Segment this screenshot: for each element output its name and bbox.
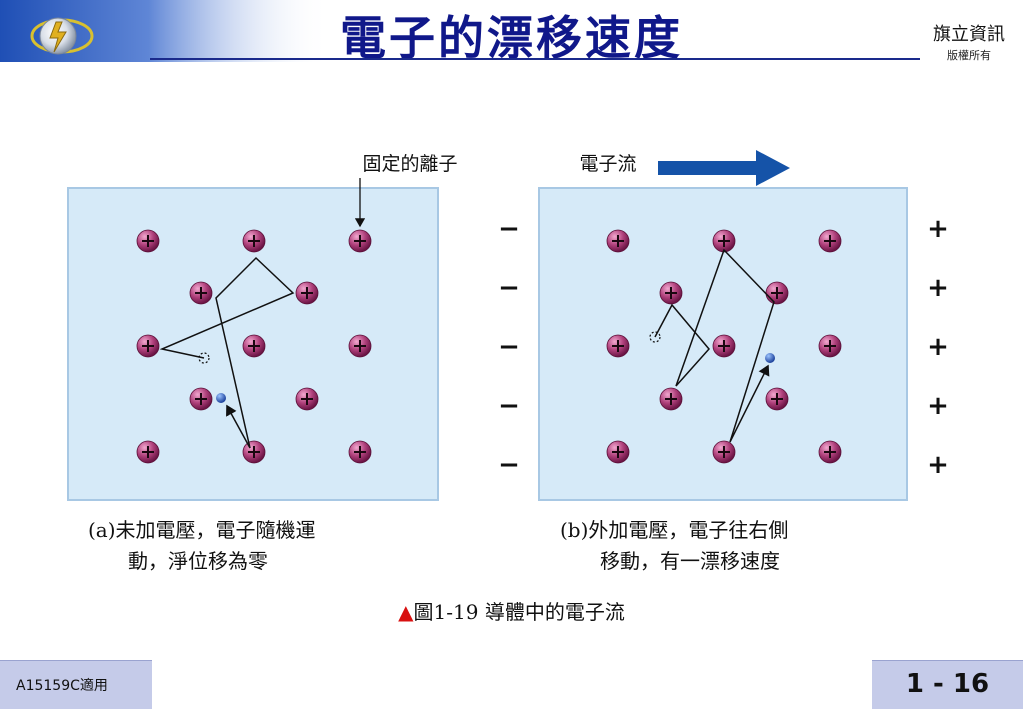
ion (136, 334, 160, 358)
panel-b-final-step (729, 364, 770, 443)
lightning-icon (49, 21, 67, 53)
page-number-text: 1 - 16 (905, 669, 990, 699)
positive-terminal: + + + + + (927, 214, 949, 480)
caption-b-line2: 移動，有一漂移速度 (600, 549, 780, 573)
ion (242, 440, 266, 464)
ion (712, 334, 736, 358)
minus-sign: − (498, 273, 520, 303)
caption-triangle-icon: ▲ (398, 600, 414, 624)
panel-a-random-path (159, 256, 295, 449)
course-code-text: A15159C適用 (16, 678, 108, 694)
ion (348, 229, 372, 253)
ion (818, 229, 842, 253)
panel-b-electron (765, 353, 775, 363)
ion (348, 440, 372, 464)
panel-a-start-position (198, 352, 210, 364)
ion (659, 281, 683, 305)
page-title: 電子的漂移速度 (340, 11, 683, 65)
panel-b-start-position (649, 331, 661, 343)
ion (659, 387, 683, 411)
caption-text: 圖1-19 導體中的電子流 (413, 600, 625, 624)
publisher: 旗立資訊 版權所有 (933, 20, 1005, 63)
footer-page-number: 1 - 16 (872, 660, 1023, 709)
plus-sign: + (927, 391, 949, 421)
caption-a-line2: 動，淨位移為零 (128, 549, 268, 573)
minus-sign: − (498, 450, 520, 480)
label-electron-flow: 電子流 (579, 153, 636, 175)
negative-terminal: − − − − − (498, 214, 520, 480)
minus-sign: − (498, 332, 520, 362)
ion (606, 229, 630, 253)
ion (189, 387, 213, 411)
panel-b-drift-path (654, 248, 775, 443)
ion (242, 229, 266, 253)
ion (136, 440, 160, 464)
ion (765, 281, 789, 305)
plus-sign: + (927, 332, 949, 362)
ion (295, 281, 319, 305)
footer-course-code: A15159C適用 (0, 660, 152, 709)
ion (189, 281, 213, 305)
electron-flow-arrow-icon (658, 150, 790, 186)
minus-sign: − (498, 214, 520, 244)
title-underline (150, 58, 920, 60)
ion (765, 387, 789, 411)
figure-caption: ▲圖1-19 導體中的電子流 (0, 596, 1023, 625)
ion (818, 440, 842, 464)
ion (136, 229, 160, 253)
header: 電子的漂移速度 旗立資訊 版權所有 (0, 0, 1023, 68)
minus-sign: − (498, 391, 520, 421)
ion (712, 229, 736, 253)
ion (295, 387, 319, 411)
publisher-copyright: 版權所有 (947, 49, 991, 62)
panel-a-final-step (226, 404, 251, 449)
ion (712, 440, 736, 464)
caption-a-line1: (a)未加電壓，電子隨機運 (88, 518, 316, 542)
electron-drift-diagram: 固定的離子 電子流 − − − − − + + + + + (a) (67, 150, 949, 573)
panel-a-electron (216, 393, 226, 403)
ion (818, 334, 842, 358)
ion (348, 334, 372, 358)
plus-sign: + (927, 273, 949, 303)
header-logo-banner (0, 0, 330, 62)
ion (606, 440, 630, 464)
plus-sign: + (927, 214, 949, 244)
ion (242, 334, 266, 358)
caption-b-line1: (b)外加電壓，電子往右側 (560, 518, 788, 542)
ion (606, 334, 630, 358)
publisher-name: 旗立資訊 (933, 24, 1005, 45)
plus-sign: + (927, 450, 949, 480)
label-fixed-ions: 固定的離子 (362, 153, 457, 175)
